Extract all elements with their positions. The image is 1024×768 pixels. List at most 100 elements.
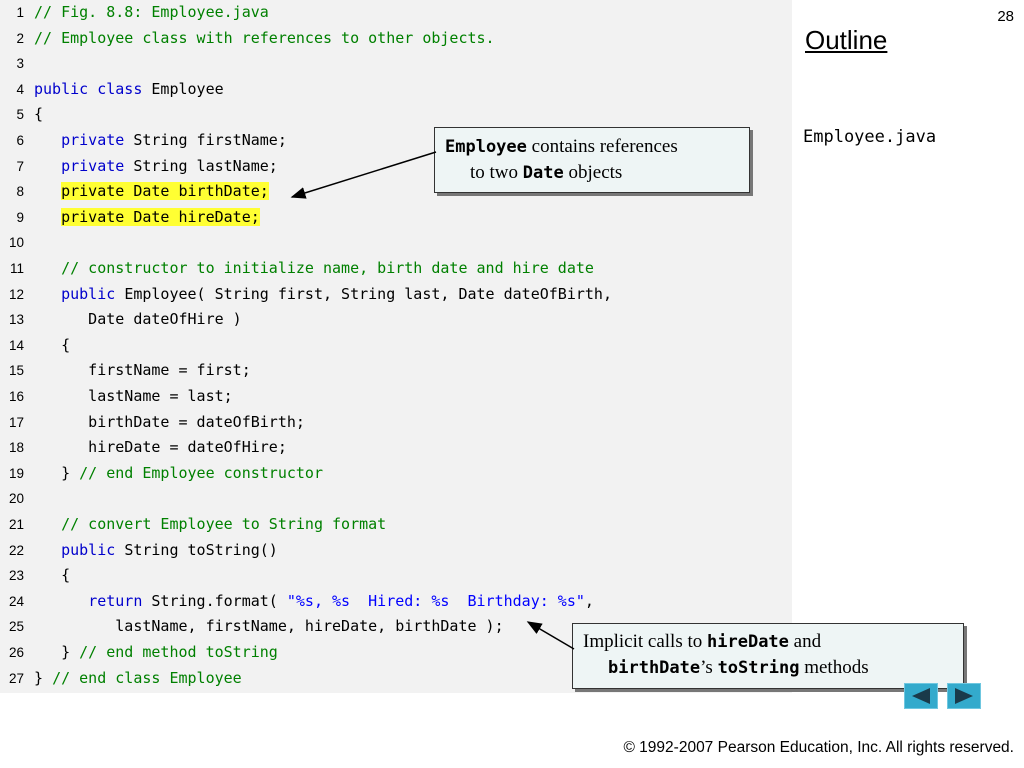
code-text: private Date hireDate; <box>34 205 260 231</box>
code-token: firstName = first; <box>34 361 251 380</box>
code-token <box>34 208 61 226</box>
code-token: private <box>61 131 134 149</box>
code-text: firstName = first; <box>34 358 251 384</box>
page-number: 28 <box>997 8 1014 25</box>
code-token: Employee <box>151 79 224 98</box>
code-token <box>34 182 61 200</box>
code-token <box>34 131 61 149</box>
code-text: { <box>34 102 43 128</box>
code-token: hireDate = dateOfHire; <box>34 438 287 457</box>
triangle-left-icon <box>912 688 930 704</box>
code-line: 24 return String.format( "%s, %s Hired: … <box>0 589 792 615</box>
code-line: 5{ <box>0 102 792 128</box>
code-token: { <box>34 566 71 585</box>
line-number: 12 <box>8 286 24 302</box>
line-number: 11 <box>9 261 24 276</box>
code-line: 23 { <box>0 563 792 589</box>
code-token: private <box>61 156 134 175</box>
code-line: 2 // Employee class with references to ot… <box>0 26 792 52</box>
callout-code-hiredate: hireDate <box>707 632 789 652</box>
code-token: { <box>34 335 71 354</box>
code-token: lastName = last; <box>34 387 233 405</box>
code-line: 14 { <box>0 333 792 359</box>
code-token: String.format( <box>151 591 287 610</box>
code-token <box>34 285 61 303</box>
code-token: birthDate = dateOfBirth; <box>34 412 305 431</box>
code-line: 26 } // end method toString <box>0 640 792 666</box>
code-text: { <box>34 563 70 589</box>
code-text: private String firstName; <box>34 128 287 154</box>
line-number: 2 <box>16 30 24 46</box>
code-text: public String toString() <box>34 538 278 564</box>
code-text: lastName, firstName, hireDate, birthDate… <box>34 614 504 640</box>
line-number: 3 <box>16 56 24 72</box>
code-text: lastName = last; <box>34 384 233 410</box>
next-slide-button[interactable] <box>947 683 981 709</box>
code-token: private Date birthDate; <box>61 182 269 201</box>
code-line: 10 <box>0 230 792 256</box>
code-token <box>34 157 61 175</box>
line-number: 19 <box>8 465 24 481</box>
callout-code-birthdate: birthDate <box>608 658 701 678</box>
triangle-right-icon <box>955 688 973 704</box>
code-token: // Fig. 8.8: Employee.java <box>34 3 269 21</box>
code-line: 17 birthDate = dateOfBirth; <box>0 410 792 436</box>
code-line: 13 Date dateOfHire ) <box>0 307 792 333</box>
line-number: 5 <box>16 107 24 123</box>
line-number: 20 <box>8 491 24 507</box>
copyright-notice: © 1992-2007 Pearson Education, Inc. All … <box>623 739 1014 756</box>
code-text: } // end class Employee <box>34 666 242 692</box>
line-number: 4 <box>16 81 24 97</box>
callout-text: methods <box>799 657 869 678</box>
code-text: private String lastName; <box>34 154 278 180</box>
line-number: 24 <box>8 593 24 609</box>
outline-link[interactable]: Outline <box>805 25 888 55</box>
code-token: } <box>34 463 80 482</box>
line-number: 6 <box>16 133 24 148</box>
code-token: String lastName; <box>133 156 278 175</box>
code-token: // constructor to initialize name, birth… <box>34 259 594 277</box>
code-token: // end method toString <box>79 643 278 661</box>
code-text: public class Employee <box>34 77 224 103</box>
code-line: 12 public Employee( String first, String… <box>0 282 792 308</box>
code-panel: 1 // Fig. 8.8: Employee.java 2 // Employee … <box>0 0 792 693</box>
line-number: 17 <box>8 414 24 430</box>
code-token: "%s, %s Hired: %s Birthday: %s" <box>286 591 585 610</box>
code-token: } <box>34 643 80 661</box>
code-token: // end Employee constructor <box>79 463 323 482</box>
code-line: 9 private Date hireDate; <box>0 205 792 231</box>
callout-code-employee: Employee <box>445 137 527 157</box>
code-token <box>34 541 61 559</box>
file-name: Employee.java <box>803 127 937 147</box>
code-token: public class <box>34 79 152 98</box>
callout-text: Implicit calls to <box>583 631 708 652</box>
code-token: private Date hireDate; <box>61 207 260 226</box>
line-number: 14 <box>8 337 24 353</box>
code-line: 18 hireDate = dateOfHire; <box>0 435 792 461</box>
code-text: public Employee( String first, String la… <box>34 282 612 308</box>
code-text: hireDate = dateOfHire; <box>34 435 287 461</box>
code-text: // Employee class with references to oth… <box>34 26 495 52</box>
code-token: return <box>88 591 152 610</box>
line-number: 9 <box>16 209 24 225</box>
callout-code-tostring: toString <box>717 658 800 678</box>
line-number: 1 <box>16 5 24 20</box>
code-line: 4 public class Employee <box>0 77 792 103</box>
code-line: 27} // end class Employee <box>0 666 792 692</box>
code-line: 3 <box>0 51 792 77</box>
line-number: 27 <box>8 670 24 686</box>
line-number: 25 <box>8 619 24 635</box>
code-line: 22 public String toString() <box>0 538 792 564</box>
code-token: , <box>584 591 594 610</box>
code-text: birthDate = dateOfBirth; <box>34 410 305 436</box>
code-token: Employee( String first, String last, Dat… <box>124 284 612 303</box>
code-token: } <box>34 668 53 687</box>
callout-text: ’s <box>700 657 718 678</box>
previous-slide-button[interactable] <box>904 683 938 709</box>
line-number: 21 <box>8 517 24 532</box>
code-token: String toString() <box>124 540 278 559</box>
code-line: 15 firstName = first; <box>0 358 792 384</box>
code-line: 21 // convert Employee to String format <box>0 512 792 538</box>
code-token: // end class Employee <box>52 668 242 687</box>
code-token: lastName, firstName, hireDate, birthDate… <box>34 617 504 636</box>
